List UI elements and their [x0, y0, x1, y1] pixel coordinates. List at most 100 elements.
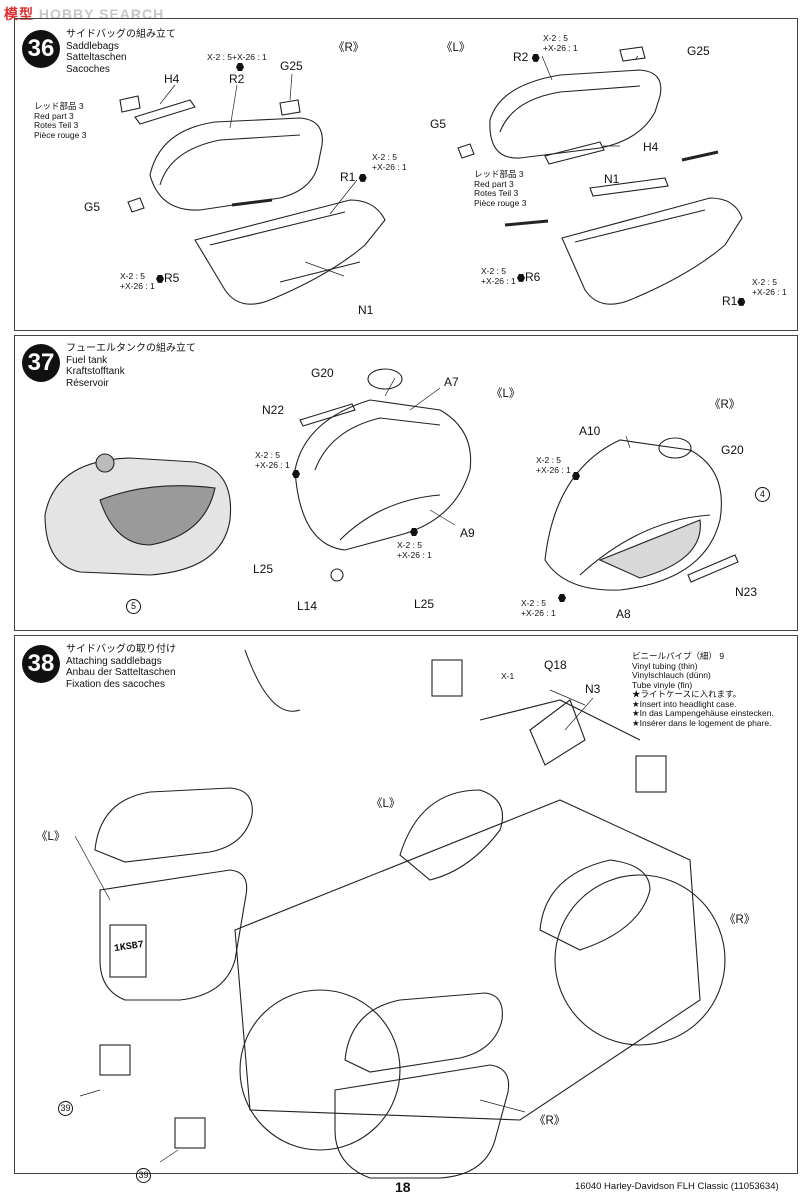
- cement-marker-tank-l: [292, 470, 300, 478]
- saddlebag-r-box: [334, 1064, 510, 1179]
- label-g20-l: G20: [311, 366, 334, 380]
- label-r2-r: R2: [229, 72, 245, 86]
- mirror-left: [431, 659, 463, 697]
- h4-strip-right: [134, 99, 196, 125]
- ref-circle-5: 5: [126, 599, 141, 614]
- red-part-note-l: レッド部品 3 Red part 3 Rotes Teil 3 Pièce ro…: [474, 169, 527, 208]
- label-h4-r: H4: [164, 72, 180, 86]
- label-a7: A7: [444, 375, 459, 389]
- reflector-lower: [174, 1117, 206, 1149]
- step-36-number: 36: [22, 30, 60, 68]
- saddlebag-lid-left: [489, 69, 662, 159]
- label-h4-l: H4: [643, 140, 659, 154]
- saddlebag-l-lid: [94, 787, 253, 863]
- g25-right: [279, 99, 301, 116]
- label-a8: A8: [616, 607, 631, 621]
- cement-note-r1-r: X-2 : 5 +X-26 : 1: [372, 152, 407, 172]
- step38-side-l-bag: 《L》: [36, 831, 66, 843]
- step38-side-r-top: 《R》: [724, 914, 756, 926]
- n1-bar-left: [589, 177, 669, 197]
- label-r5: R5: [156, 271, 179, 285]
- saddlebag-box-right: [194, 199, 386, 305]
- cement-note-x1: X-1: [501, 671, 515, 681]
- cement-note-r1-l: X-2 : 5 +X-26 : 1: [752, 277, 787, 297]
- label-g5-l: G5: [430, 117, 447, 131]
- label-n23: N23: [735, 585, 758, 599]
- g25-left: [619, 46, 646, 62]
- rear-wheel: [239, 989, 401, 1151]
- cement-note-a10: X-2 : 5 +X-26 : 1: [536, 455, 571, 475]
- n23-strip: [687, 554, 739, 583]
- label-a10: A10: [579, 424, 601, 438]
- cement-note-r5: X-2 : 5 +X-26 : 1: [120, 271, 155, 291]
- saddlebag-l-box: [99, 869, 248, 1001]
- step37-panel: [14, 335, 798, 631]
- fuel-tank-right-half: [544, 439, 722, 591]
- label-r1-r: R1: [340, 170, 367, 184]
- cement-note-r6: X-2 : 5 +X-26 : 1: [481, 266, 516, 286]
- label-g20-r: G20: [721, 443, 744, 457]
- l14-valve: [330, 568, 344, 582]
- g20-cap-right: [658, 437, 692, 459]
- label-l25-bottom: L25: [414, 597, 435, 611]
- step-36-title: サイドバッグの組み立て Saddlebags Satteltaschen Sac…: [66, 29, 176, 75]
- license-plate-outline: [109, 924, 147, 978]
- step-38-title: サイドバッグの取り付け Attaching saddlebags Anbau d…: [66, 644, 176, 690]
- label-q18: Q18: [544, 658, 567, 672]
- step-37-title: フューエルタンクの組み立て Fuel tank Kraftstofftank R…: [66, 343, 196, 389]
- ref-circle-39-lower: 39: [136, 1168, 151, 1183]
- red-part-right: [119, 95, 141, 113]
- saddlebag-r-lid: [344, 992, 503, 1073]
- saddlebag-lid-right: [149, 117, 323, 211]
- step-38-number: 38: [22, 645, 60, 683]
- cement-marker-r2: [236, 63, 244, 71]
- step38-side-r-bag: 《R》: [534, 1115, 566, 1127]
- fuel-tank-installed-right: [539, 859, 651, 951]
- step37-side-r: 《R》: [709, 399, 741, 411]
- label-g5-r: G5: [84, 200, 101, 214]
- g5-right: [127, 197, 145, 213]
- cement-marker-a10: [572, 472, 580, 480]
- label-n1-r: N1: [358, 303, 374, 317]
- label-l25-top: L25: [253, 562, 274, 576]
- mirror-right: [635, 755, 667, 793]
- label-r1-l: R1: [722, 294, 746, 308]
- cement-note-a9: X-2 : 5 +X-26 : 1: [397, 540, 432, 560]
- step36-side-l: 《L》: [441, 42, 471, 54]
- g20-cap-left: [367, 368, 403, 390]
- fuel-tank-installed-left: [399, 789, 504, 881]
- cement-note-tank-l: X-2 : 5 +X-26 : 1: [255, 450, 290, 470]
- n22-strip: [299, 403, 356, 427]
- cement-marker-a9: [410, 528, 418, 536]
- reflector-upper: [99, 1044, 131, 1076]
- handlebar: [479, 699, 641, 741]
- ref-circle-39-upper: 39: [58, 1101, 73, 1116]
- h4-strip-left: [544, 141, 605, 165]
- label-r6: R6: [517, 270, 540, 284]
- label-r2-l: R2: [513, 50, 540, 64]
- page-number: 18: [395, 1179, 411, 1195]
- ref-circle-4: 4: [755, 487, 770, 502]
- product-code: 16040 Harley-Davidson FLH Classic (11053…: [575, 1181, 779, 1192]
- step38-side-l-top: 《L》: [371, 798, 401, 810]
- label-n1-l: N1: [604, 172, 620, 186]
- cement-note-r2-l: X-2 : 5 +X-26 : 1: [543, 33, 578, 53]
- cement-marker-a8: [558, 594, 566, 602]
- label-n22: N22: [262, 403, 285, 417]
- label-g25-r: G25: [280, 59, 303, 73]
- cement-note-a8: X-2 : 5 +X-26 : 1: [521, 598, 556, 618]
- step38-panel: [14, 635, 798, 1174]
- fuel-tank-left-half: [294, 399, 472, 551]
- label-g25-l: G25: [687, 44, 710, 58]
- wire: [244, 649, 301, 712]
- label-n3: N3: [585, 682, 601, 696]
- vinyl-tubing-note: ビニールパイプ（細） 9 Vinyl tubing (thin) Vinylsc…: [632, 651, 774, 728]
- step36-side-r: 《R》: [333, 42, 365, 54]
- step37-side-l: 《L》: [491, 388, 521, 400]
- motorcycle-frame: [234, 799, 701, 1121]
- label-l14: L14: [297, 599, 318, 613]
- label-a9: A9: [460, 526, 475, 540]
- saddlebag-box-left: [561, 197, 743, 305]
- red-part-note-r: レッド部品 3 Red part 3 Rotes Teil 3 Pièce ro…: [34, 101, 87, 140]
